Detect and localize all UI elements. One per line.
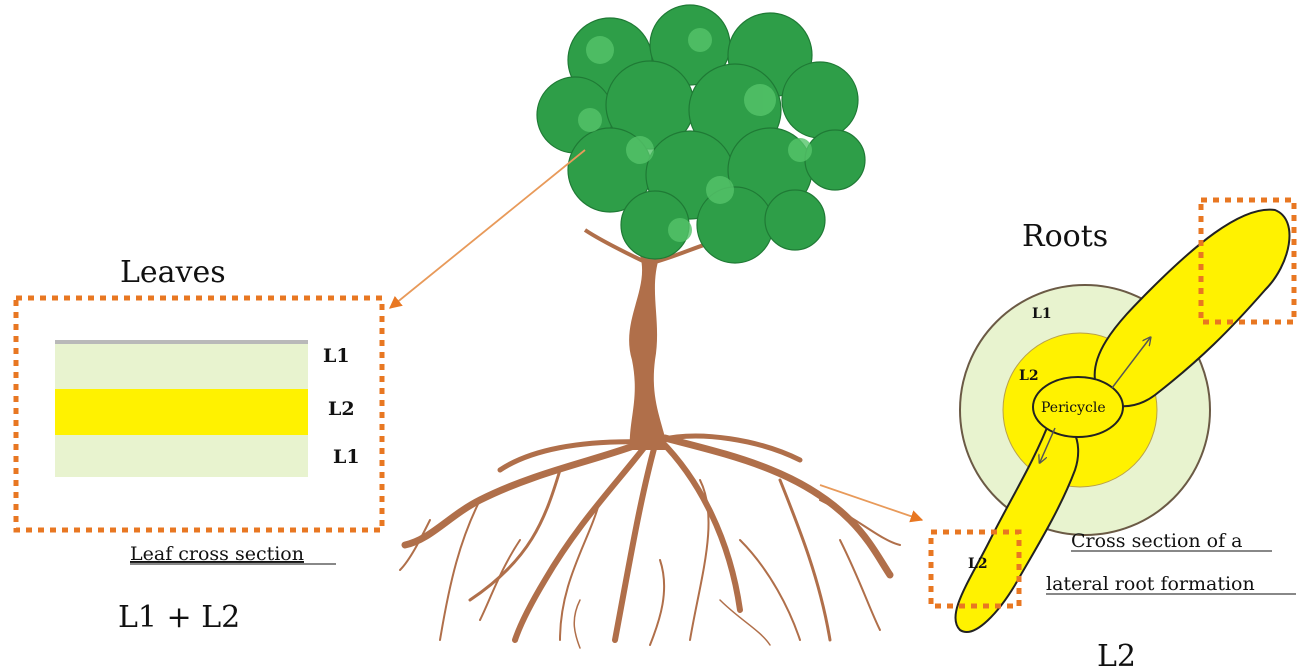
- leaf-label-l1-top: L1: [323, 345, 350, 367]
- roots-panel: Roots L1 L2 Pericycle L2 Cross section o…: [931, 200, 1296, 669]
- leaf-label-l2: L2: [328, 398, 355, 420]
- leaf-layer-l1-bottom: [55, 435, 308, 477]
- leaf-layer-l2: [55, 389, 308, 436]
- leaf-contribution: L1 + L2: [118, 600, 240, 635]
- leaf-label-l1-bottom: L1: [333, 446, 360, 468]
- roots-title: Roots: [1022, 219, 1108, 254]
- tree-roots: [400, 436, 900, 648]
- root-caption-line1: Cross section of a: [1071, 530, 1243, 552]
- root-label-l2-tip: L2: [968, 556, 988, 572]
- root-contribution: L2: [1097, 639, 1136, 669]
- tree-illustration: [400, 5, 900, 648]
- leaf-cuticle: [55, 340, 308, 344]
- root-label-l2-inner: L2: [1019, 368, 1039, 384]
- leaves-title: Leaves: [120, 255, 226, 290]
- root-label-l1: L1: [1032, 306, 1052, 322]
- tree-trunk: [629, 255, 668, 450]
- root-label-pericycle: Pericycle: [1041, 400, 1106, 416]
- leaves-panel: Leaves L1 L2 L1 Leaf cross section L1 + …: [16, 255, 382, 635]
- leaf-caption: Leaf cross section: [130, 543, 304, 565]
- root-caption-line2: lateral root formation: [1046, 573, 1255, 595]
- leaf-layer-l1-top: [55, 343, 308, 390]
- leaf-pointer-arrow: [390, 150, 585, 308]
